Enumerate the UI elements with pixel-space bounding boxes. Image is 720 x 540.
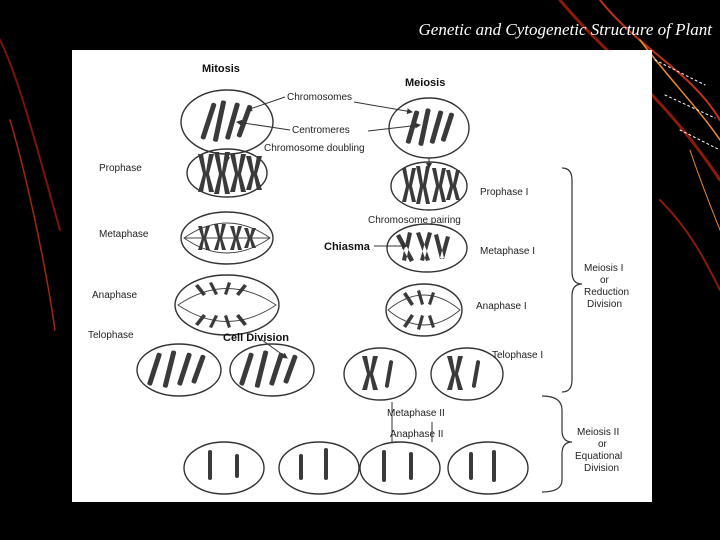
meiosis-anaphase-i-cell	[385, 283, 463, 337]
meiosis-ii-label-4: Division	[584, 463, 619, 474]
mitosis-prophase-cell	[186, 148, 268, 198]
telophase-label: Telophase	[88, 330, 134, 341]
meiosis-ii-label-3: Equational	[575, 451, 622, 462]
meiosis-telophase-i-left-cell	[343, 347, 417, 401]
metaphase-label: Metaphase	[99, 229, 149, 240]
prophase-label: Prophase	[99, 163, 142, 174]
meiosis-heading: Meiosis	[405, 77, 445, 89]
mitosis-metaphase-cell	[180, 211, 274, 265]
anaphase-label: Anaphase	[92, 290, 137, 301]
meiosis-i-brace	[561, 167, 583, 393]
slide-title: Genetic and Cytogenetic Structure of Pla…	[418, 20, 713, 39]
mitosis-telophase-left-cell	[136, 343, 222, 397]
chromosome-pairing-label: Chromosome pairing	[368, 215, 461, 226]
anaphase-i-label: Anaphase I	[476, 301, 527, 312]
meiosis-ii-label-2: or	[598, 439, 608, 450]
meiosis-ii-cell-1	[183, 441, 265, 495]
meiosis-initial-cell	[388, 97, 470, 159]
chromosome-doubling-label: Chromosome doubling	[264, 143, 365, 154]
centromeres-label: Centromeres	[292, 125, 350, 136]
mitosis-telophase-right-cell	[229, 343, 315, 397]
meiosis-ii-cell-3	[359, 441, 441, 495]
meiosis-i-label-1: Meiosis I	[584, 263, 623, 274]
metaphase-ii-label: Metaphase II	[387, 408, 445, 419]
meiosis-prophase-i-cell	[390, 161, 468, 211]
mitosis-heading: Mitosis	[202, 63, 240, 75]
meiosis-ii-cell-4	[447, 441, 529, 495]
meiosis-metaphase-i-cell	[386, 223, 468, 273]
mitosis-anaphase-cell	[174, 274, 280, 336]
metaphase-i-label: Metaphase I	[480, 246, 535, 257]
cell-division-label: Cell Division	[223, 332, 289, 344]
meiosis-telophase-i-right-cell	[430, 347, 504, 401]
meiosis-i-label-4: Division	[587, 299, 622, 310]
prophase-i-label: Prophase I	[480, 187, 528, 198]
meiosis-i-label-3: Reduction	[584, 287, 629, 298]
anaphase-ii-label: Anaphase II	[390, 429, 443, 440]
chiasma-label: Chiasma	[324, 241, 371, 253]
meiosis-mitosis-diagram: Mitosis Meiosis Chromosomes Centromeres …	[72, 50, 652, 502]
telophase-i-label: Telophase I	[492, 350, 543, 361]
meiosis-i-label-2: or	[600, 275, 610, 286]
meiosis-ii-brace	[541, 395, 573, 493]
mitosis-initial-cell	[180, 89, 274, 155]
chromosomes-label: Chromosomes	[287, 92, 352, 103]
meiosis-ii-cell-2	[278, 441, 360, 495]
meiosis-ii-label-1: Meiosis II	[577, 427, 619, 438]
